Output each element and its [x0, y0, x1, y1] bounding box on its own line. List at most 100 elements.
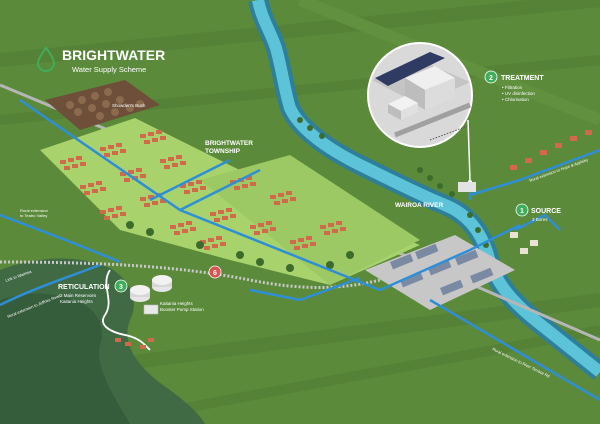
- teatro-label-2: to Teatro Valley: [20, 213, 47, 218]
- house: [290, 197, 296, 201]
- house: [306, 236, 312, 240]
- house: [234, 186, 240, 190]
- house: [270, 227, 276, 231]
- source-bores: [510, 232, 538, 254]
- house: [204, 246, 210, 250]
- house: [116, 143, 122, 147]
- house: [320, 225, 326, 229]
- house: [172, 163, 178, 167]
- source-title: SOURCE: [531, 208, 561, 215]
- house: [192, 188, 198, 192]
- treatment-title: TREATMENT: [501, 75, 544, 82]
- numbered-circle-icon: [515, 203, 529, 217]
- house: [152, 138, 158, 142]
- treatment-item: • UV disinfection: [502, 91, 535, 96]
- house: [282, 199, 288, 203]
- house: [160, 199, 166, 203]
- house: [108, 208, 114, 212]
- house: [148, 132, 154, 136]
- house: [298, 238, 304, 242]
- house: [200, 240, 206, 244]
- house: [216, 236, 222, 240]
- house: [250, 225, 256, 229]
- house: [180, 184, 186, 188]
- house: [324, 231, 330, 235]
- house: [124, 178, 130, 182]
- water-pipes: [0, 98, 600, 402]
- house: [220, 242, 226, 246]
- kaitania-label-2: Booster Pump Station: [160, 307, 204, 312]
- house: [160, 159, 166, 163]
- house: [156, 130, 162, 134]
- house: [178, 223, 184, 227]
- trees: [126, 117, 503, 273]
- house: [136, 168, 142, 172]
- house: [278, 193, 284, 197]
- house: [96, 181, 102, 185]
- treatment-item: • Chlorination: [502, 97, 529, 102]
- source-sub: 3 Bores: [532, 217, 548, 222]
- house: [120, 212, 126, 216]
- house: [80, 185, 86, 189]
- showdens-bush-label: Showden's Bush: [112, 103, 146, 108]
- bush-trees: [66, 88, 144, 120]
- house: [218, 210, 224, 214]
- marker-number: 6: [213, 270, 217, 277]
- house: [286, 191, 292, 195]
- house: [210, 212, 216, 216]
- treatment-number: 2: [489, 75, 493, 82]
- house: [328, 223, 334, 227]
- houses: [60, 130, 346, 250]
- house: [302, 244, 308, 248]
- house: [120, 149, 126, 153]
- house: [254, 231, 260, 235]
- house: [180, 161, 186, 165]
- reticulation-sub-1: 2 Main Reservoirs: [60, 293, 97, 298]
- warehouses: [389, 243, 494, 296]
- house: [140, 174, 146, 178]
- house: [116, 206, 122, 210]
- reticulation-number: 3: [119, 284, 123, 291]
- industrial-area: [365, 235, 515, 310]
- house: [184, 190, 190, 194]
- reticulation-sub-2: Kaitania Heights: [60, 299, 94, 304]
- bubble-pointer: [467, 119, 471, 181]
- house: [290, 240, 296, 244]
- house: [266, 221, 272, 225]
- source-number: 1: [520, 208, 524, 215]
- treatment-item: • Filtration: [502, 85, 523, 90]
- house: [68, 158, 74, 162]
- house: [182, 229, 188, 233]
- house: [336, 221, 342, 225]
- reticulation-title: RETICULATION: [58, 284, 110, 291]
- house: [108, 145, 114, 149]
- house: [226, 208, 232, 212]
- house: [100, 210, 106, 214]
- township-label-2: TOWNSHIP: [205, 148, 241, 155]
- house: [160, 136, 166, 140]
- house: [190, 227, 196, 231]
- hill-shadow: [0, 293, 130, 424]
- hope-houses: [510, 130, 592, 170]
- house: [230, 214, 236, 218]
- numbered-circle-icon: [484, 70, 498, 84]
- booster-pump-station: [143, 304, 159, 315]
- pipe-to-reservoir: [102, 269, 151, 351]
- house: [332, 229, 338, 233]
- house: [186, 221, 192, 225]
- house: [222, 216, 228, 220]
- house: [88, 183, 94, 187]
- house: [200, 186, 206, 190]
- house: [188, 182, 194, 186]
- title-block: BRIGHTWATER Water Supply Scheme: [36, 46, 165, 74]
- house: [112, 214, 118, 218]
- township-area-lower: [200, 155, 420, 285]
- house: [112, 151, 118, 155]
- house: [168, 157, 174, 161]
- house: [92, 189, 98, 193]
- house: [140, 197, 146, 201]
- township-label-1: BRIGHTWATER: [205, 140, 253, 147]
- house: [72, 164, 78, 168]
- house: [60, 160, 66, 164]
- house: [340, 227, 346, 231]
